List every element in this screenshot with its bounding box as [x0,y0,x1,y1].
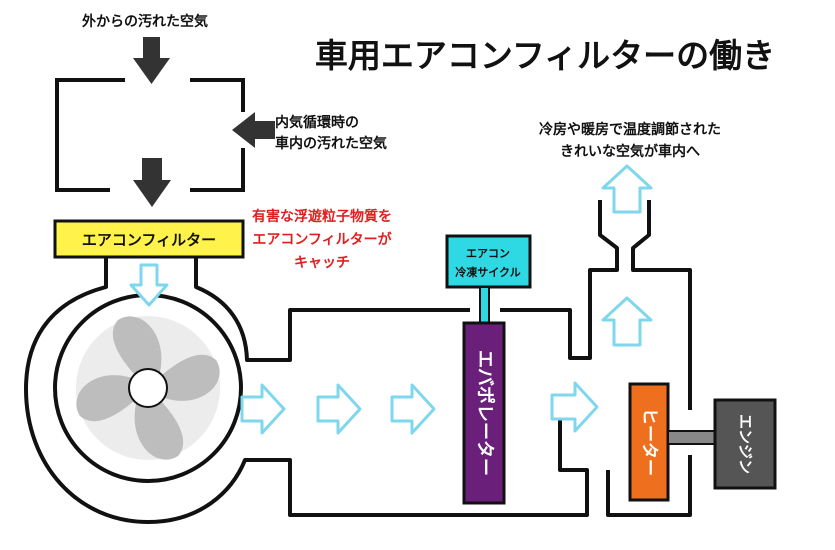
evaporator [462,321,506,505]
duct-outline [24,200,692,524]
engine-connector [667,430,717,445]
filter-label: エアコンフィルター [82,231,216,249]
catch-label-line3: キャッチ [294,255,350,271]
up-flow-arrow-icon-2 [601,164,653,214]
intake-box [55,78,245,192]
engine-label: エンジン [737,414,755,474]
filter-inlet-arrow-icon [133,158,171,207]
evaporator-label: エバポレーター [474,350,496,476]
airflow-arrows [129,164,653,435]
aircon-cycle-box [445,234,532,289]
engine [713,398,777,490]
output-label-line1: 冷房や暖房で温度調節された [539,121,721,138]
flow-arrow-icon-2 [316,383,362,435]
flow-arrow-icon-3 [390,383,436,435]
fan-icon [53,293,243,483]
up-flow-arrow-icon-1 [601,296,653,347]
air-filter [53,219,245,259]
catch-label-line2: エアコンフィルターが [252,231,392,248]
catch-label-line1: 有害な浮遊粒子物質を [252,208,392,225]
page-title: 車用エアコンフィルターの働き [315,36,775,75]
aircon-cycle-label-line2: 冷凍サイクル [455,265,520,279]
outside-air-arrow-icon [133,37,170,84]
flow-arrow-icon-4 [550,381,599,433]
outside-air-label: 外からの汚れた空気 [82,13,208,30]
recirc-arrow-icon [232,112,275,148]
filter-down-flow-arrow-icon [129,263,169,307]
output-label-line2: きれいな空気が車内へ [560,143,700,160]
aircon-cycle-label-line1: エアコン [466,247,510,260]
heater-label: ヒーター [639,408,659,476]
flow-arrow-icon-1 [240,383,286,435]
aircon-cycle-connector [479,286,490,324]
recirc-label-line1: 内気循環時の [275,114,359,131]
recirc-label-line2: 車内の汚れた空気 [275,135,387,152]
